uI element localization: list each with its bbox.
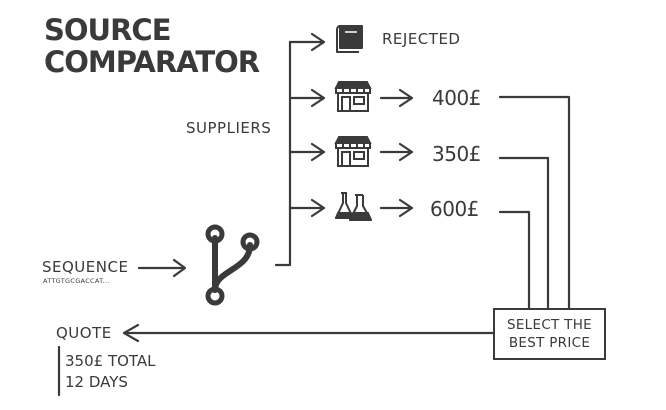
price-arrows <box>379 88 414 218</box>
title-line-1: SOURCE <box>44 13 172 47</box>
title-line-2: COMPARATOR <box>44 45 260 79</box>
select-box-line-1: SELECT THE <box>506 317 593 333</box>
quote-label: QUOTE <box>56 324 112 342</box>
price-label: 600£ <box>430 197 479 221</box>
supplier-branch-lines <box>274 32 326 267</box>
price-label: 400£ <box>432 86 481 110</box>
select-box-line-2: BEST PRICE <box>508 335 591 351</box>
sequence-value: ATTGTGCGACCAT... <box>43 277 110 285</box>
page-title: SOURCE COMPARATOR <box>44 13 260 79</box>
lab-flasks-icon <box>335 192 372 221</box>
quote-days: 12 DAYS <box>65 373 128 391</box>
sequence-label: SEQUENCE <box>42 258 129 276</box>
quote-total: 350£ TOTAL <box>65 352 156 370</box>
quote-arrow <box>122 323 495 343</box>
price-label: 350£ <box>432 142 481 166</box>
shop-icon <box>334 136 372 167</box>
book-icon <box>336 25 363 53</box>
suppliers-label: SUPPLIERS <box>186 119 272 137</box>
select-best-price-box: SELECT THE BEST PRICE <box>493 308 606 360</box>
shop-icon <box>334 81 372 112</box>
branch-merge-icon <box>205 224 260 306</box>
sequence-arrow <box>137 258 187 278</box>
price-to-select-lines <box>498 95 571 310</box>
rejected-label: REJECTED <box>382 30 461 48</box>
